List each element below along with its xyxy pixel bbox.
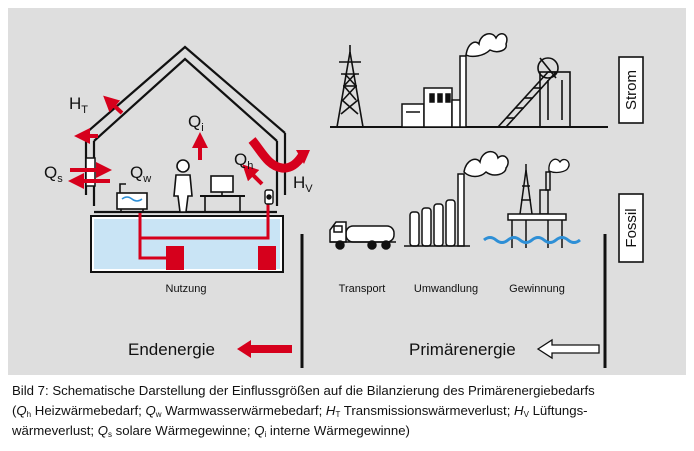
- chimney-icon: [459, 33, 508, 128]
- label-qs: Qs: [44, 163, 63, 185]
- label-gewinnung: Gewinnung: [509, 283, 565, 295]
- smoke-cloud-icon: [465, 33, 508, 58]
- label-qi: Qi: [188, 112, 204, 134]
- endenergie-arrow: [237, 340, 292, 358]
- label-endenergie: Endenergie: [128, 340, 215, 359]
- power-pylon-icon: [336, 45, 364, 128]
- label-nutzung: Nutzung: [166, 283, 207, 295]
- oil-rig-smoke-icon: [548, 158, 570, 174]
- caption-line-1: Bild 7: Schematische Darstellung der Ein…: [12, 383, 595, 398]
- tanker-truck-icon: [329, 221, 396, 250]
- hv-arrow-head: [296, 150, 310, 164]
- energy-flow-diagram: HT Qs Qw Qi Qh HV Nutzung: [8, 8, 686, 375]
- label-strom: Strom: [623, 70, 640, 110]
- boiler-left: [166, 246, 184, 270]
- house-roof-inner: [93, 57, 278, 142]
- bathtub-water-icon: [121, 196, 143, 202]
- basement-tank-fill: [94, 219, 280, 269]
- person-icon: [173, 159, 193, 213]
- label-hv: HV: [293, 173, 313, 195]
- boiler-right: [258, 246, 276, 270]
- label-umwandlung: Umwandlung: [414, 283, 478, 295]
- label-primaerenergie: Primärenergie: [409, 340, 516, 359]
- qh-arrow: [242, 164, 264, 186]
- label-qh: Qh: [234, 150, 253, 172]
- desk-computer-icon: [200, 175, 245, 212]
- mine-tower-icon: [497, 57, 571, 128]
- heat-arrows: [68, 95, 310, 189]
- diagram-background: [8, 8, 686, 375]
- label-ht: HT: [69, 94, 88, 116]
- label-fossil: Fossil: [623, 208, 640, 247]
- fossil-box: [618, 193, 644, 263]
- refinery-icon: [404, 173, 470, 247]
- heating-pipes: [138, 200, 270, 260]
- primaerenergie-arrow: [536, 338, 600, 360]
- sea-waves-icon: [483, 236, 581, 244]
- caption-line-2: (Qh Heizwärmebedarf; Qw Warmwasserwärmeb…: [12, 403, 588, 419]
- vent-device-icon: [264, 189, 274, 205]
- strom-box: [618, 56, 644, 124]
- refinery-smoke-icon: [463, 150, 509, 178]
- label-transport: Transport: [339, 283, 386, 295]
- figure-caption: Bild 7: Schematische Darstellung der Ein…: [12, 381, 684, 441]
- caption-line-3: wärmeverlust; Qs solare Wärmegewinne; Qi…: [12, 423, 410, 439]
- ht-arrow-roof: [103, 95, 124, 115]
- hv-arrow: [248, 137, 306, 173]
- label-qw: Qw: [130, 163, 151, 185]
